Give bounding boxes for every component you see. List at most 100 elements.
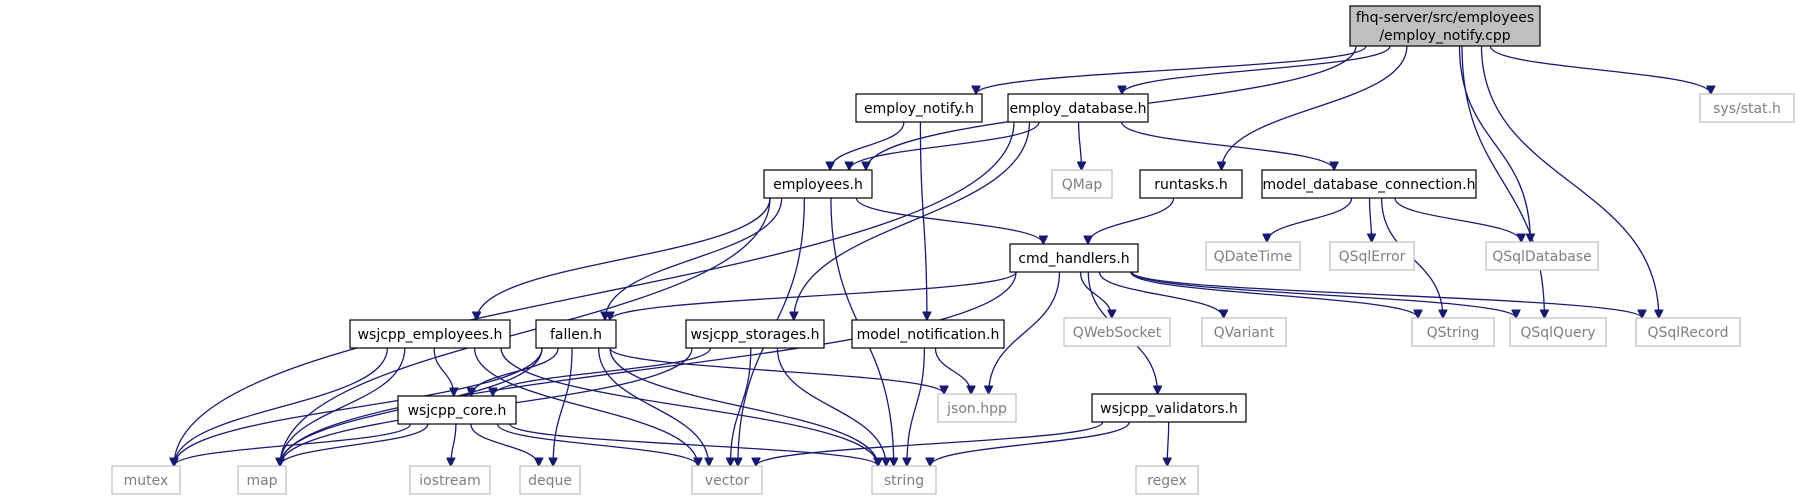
node-label: QDateTime bbox=[1214, 249, 1293, 265]
node-label: QSqlRecord bbox=[1647, 325, 1728, 341]
node-label: QString bbox=[1427, 325, 1480, 341]
node-box bbox=[1051, 169, 1113, 199]
edge-wsjcpp_storages_h-to-wsjcpp_core_h bbox=[493, 347, 711, 396]
node-employees_h[interactable]: employees.h bbox=[763, 169, 873, 199]
node-label: deque bbox=[528, 473, 572, 489]
edge-employ_notify_cpp-to-runtasks_h bbox=[1222, 45, 1408, 170]
node-qsqlerror: QSqlError bbox=[1329, 241, 1415, 271]
node-box bbox=[1329, 241, 1415, 271]
edge-wsjcpp_storages_h-to-vector bbox=[730, 347, 752, 466]
node-vector: vector bbox=[691, 465, 763, 495]
node-employ_database_h[interactable]: employ_database.h bbox=[1007, 93, 1149, 123]
node-box bbox=[1349, 5, 1541, 47]
node-label: QMap bbox=[1062, 177, 1103, 193]
edge-employ_notify_cpp-to-qsqlrecord bbox=[1480, 45, 1659, 318]
node-box bbox=[1009, 243, 1139, 273]
node-label: sys/stat.h bbox=[1713, 101, 1781, 117]
edge-employ_notify_cpp-to-qsqlquery bbox=[1461, 45, 1544, 318]
node-qsqlquery: QSqlQuery bbox=[1509, 317, 1607, 347]
node-cmd_handlers_h[interactable]: cmd_handlers.h bbox=[1009, 243, 1139, 273]
node-box bbox=[1135, 465, 1199, 495]
node-label: QWebSocket bbox=[1073, 325, 1162, 341]
edge-cmd_handlers_h-to-json_hpp bbox=[989, 271, 1061, 394]
edge-employ_notify_h-to-model_notification_h bbox=[919, 121, 927, 320]
node-label: wsjcpp_storages.h bbox=[691, 327, 820, 343]
edge-employ_database_h-to-model_database_connection_h bbox=[1121, 121, 1334, 170]
node-regex: regex bbox=[1135, 465, 1199, 495]
edge-fallen_h-to-json_hpp bbox=[609, 347, 944, 394]
edge-employees_h-to-cmd_handlers_h bbox=[855, 197, 1043, 244]
node-qsqlrecord: QSqlRecord bbox=[1635, 317, 1741, 347]
edge-cmd_handlers_h-to-qstring bbox=[1130, 271, 1418, 318]
node-box bbox=[1201, 317, 1287, 347]
node-wsjcpp_core_h[interactable]: wsjcpp_core.h bbox=[397, 395, 517, 425]
node-wsjcpp_storages_h[interactable]: wsjcpp_storages.h bbox=[685, 319, 825, 349]
node-box bbox=[691, 465, 763, 495]
node-label: model_notification.h bbox=[857, 327, 1000, 343]
edge-wsjcpp_core_h-to-deque bbox=[470, 423, 539, 466]
node-fallen_h[interactable]: fallen.h bbox=[535, 319, 617, 349]
node-label: wsjcpp_employees.h bbox=[358, 327, 503, 343]
node-label: string bbox=[884, 473, 924, 489]
node-sys_stat_h: sys/stat.h bbox=[1699, 93, 1795, 123]
node-employ_notify_h[interactable]: employ_notify.h bbox=[855, 93, 983, 123]
edge-employ_notify_cpp-to-sys_stat_h bbox=[1489, 45, 1711, 94]
edge-wsjcpp_core_h-to-map bbox=[280, 423, 429, 466]
node-box bbox=[855, 93, 983, 123]
node-label: wsjcpp_validators.h bbox=[1100, 401, 1238, 417]
edge-employ_notify_cpp-to-qsqldatabase bbox=[1458, 45, 1531, 242]
node-box bbox=[1063, 317, 1171, 347]
node-box bbox=[397, 395, 517, 425]
edge-employ_notify_cpp-to-employ_database_h bbox=[1122, 45, 1391, 94]
node-label: model_database_connection.h bbox=[1263, 177, 1476, 193]
node-box bbox=[1139, 169, 1243, 199]
node-label: cmd_handlers.h bbox=[1018, 251, 1129, 267]
node-wsjcpp_validators_h[interactable]: wsjcpp_validators.h bbox=[1091, 393, 1247, 423]
edge-model_notification_h-to-json_hpp bbox=[934, 347, 971, 394]
node-box bbox=[349, 319, 511, 349]
edge-runtasks_h-to-cmd_handlers_h bbox=[1088, 197, 1175, 244]
edge-wsjcpp_employees_h-to-map bbox=[280, 347, 406, 466]
node-box bbox=[519, 465, 581, 495]
edge-wsjcpp_employees_h-to-mutex bbox=[174, 347, 389, 466]
node-box bbox=[1485, 241, 1599, 271]
edge-model_database_connection_h-to-qsqldatabase bbox=[1394, 197, 1521, 242]
node-label: mutex bbox=[124, 473, 169, 489]
node-label: fhq-server/src/employees bbox=[1356, 10, 1534, 26]
node-box bbox=[763, 169, 873, 199]
node-wsjcpp_employees_h[interactable]: wsjcpp_employees.h bbox=[349, 319, 511, 349]
edge-fallen_h-to-string bbox=[609, 347, 878, 466]
edge-employ_database_h-to-qmap bbox=[1079, 121, 1082, 170]
node-box bbox=[1411, 317, 1495, 347]
node-runtasks_h[interactable]: runtasks.h bbox=[1139, 169, 1243, 199]
node-label: vector bbox=[705, 473, 750, 489]
edge-wsjcpp_core_h-to-iostream bbox=[451, 423, 457, 466]
edge-wsjcpp_core_h-to-string bbox=[509, 423, 878, 467]
edge-cmd_handlers_h-to-qvariant bbox=[1098, 271, 1224, 318]
node-deque: deque bbox=[519, 465, 581, 495]
node-label: wsjcpp_core.h bbox=[408, 403, 507, 419]
node-label: employees.h bbox=[773, 177, 863, 193]
node-model_notification_h[interactable]: model_notification.h bbox=[851, 319, 1005, 349]
edge-employ_database_h-to-mutex bbox=[174, 121, 1015, 466]
node-qdatetime: QDateTime bbox=[1205, 241, 1301, 271]
edge-cmd_handlers_h-to-qsqlquery bbox=[1131, 271, 1516, 319]
edge-fallen_h-to-deque bbox=[553, 347, 573, 466]
nodes-layer: fhq-server/src/employees/employ_notify.c… bbox=[111, 5, 1795, 495]
node-model_database_connection_h[interactable]: model_database_connection.h bbox=[1261, 169, 1477, 199]
node-box bbox=[237, 465, 287, 495]
node-qvariant: QVariant bbox=[1201, 317, 1287, 347]
node-label: QSqlDatabase bbox=[1492, 249, 1591, 265]
node-label: employ_database.h bbox=[1009, 101, 1146, 117]
node-label: runtasks.h bbox=[1154, 177, 1228, 193]
node-label: map bbox=[246, 473, 277, 489]
node-box bbox=[1635, 317, 1741, 347]
node-employ_notify_cpp[interactable]: fhq-server/src/employees/employ_notify.c… bbox=[1349, 5, 1541, 47]
node-box bbox=[1699, 93, 1795, 123]
edge-wsjcpp_core_h-to-vector bbox=[496, 423, 699, 466]
node-box bbox=[1205, 241, 1301, 271]
node-label: /employ_notify.cpp bbox=[1379, 28, 1510, 44]
node-box bbox=[1091, 393, 1247, 423]
edge-wsjcpp_employees_h-to-string bbox=[500, 347, 878, 466]
